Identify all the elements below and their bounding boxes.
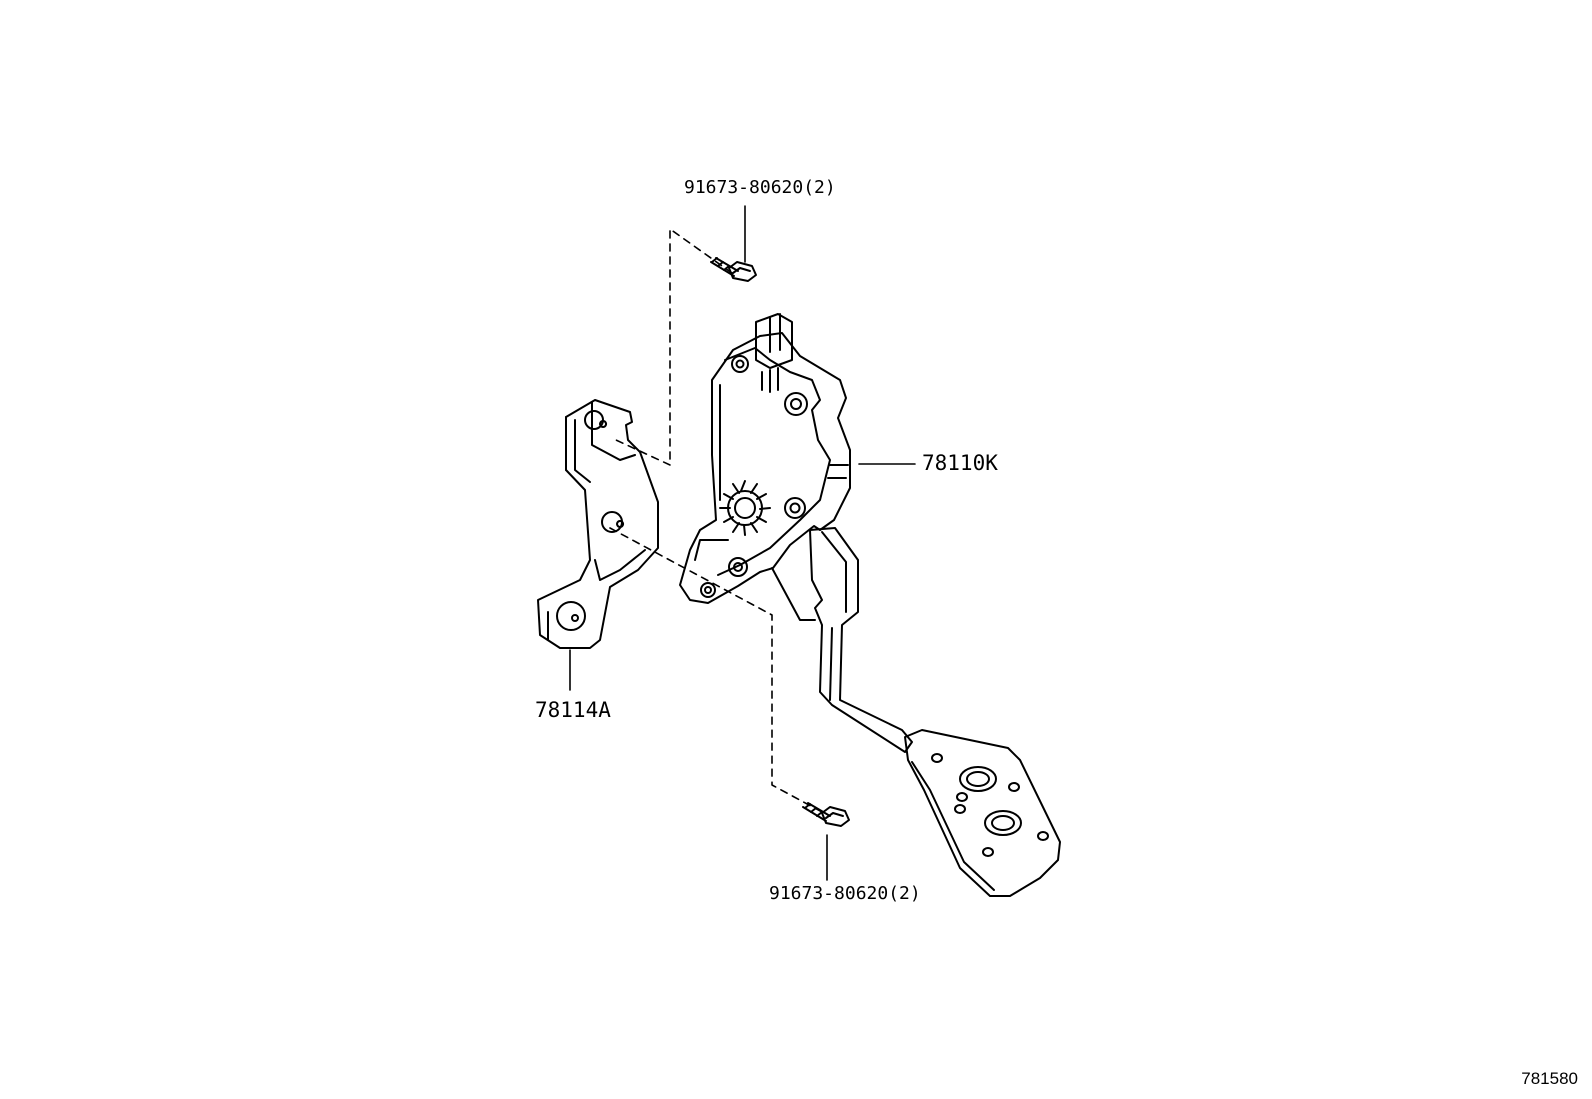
label-pedal-assy: 78110K (922, 451, 998, 475)
bottom-bolt (802, 802, 850, 827)
pedal-pad (904, 729, 1061, 897)
bracket-78114A (537, 399, 659, 649)
pedal-arm (771, 527, 913, 753)
label-bracket: 78114A (535, 698, 611, 722)
leader-lines (569, 205, 916, 881)
assembly-dashed-lines (609, 228, 823, 813)
label-bolt-top: 91673-80620(2) (684, 177, 836, 198)
figure-id: 781580 (1521, 1069, 1578, 1088)
pedal-housing-78110K (679, 313, 851, 604)
top-bolt (710, 257, 757, 282)
label-bolt-bottom: 91673-80620(2) (769, 883, 921, 904)
